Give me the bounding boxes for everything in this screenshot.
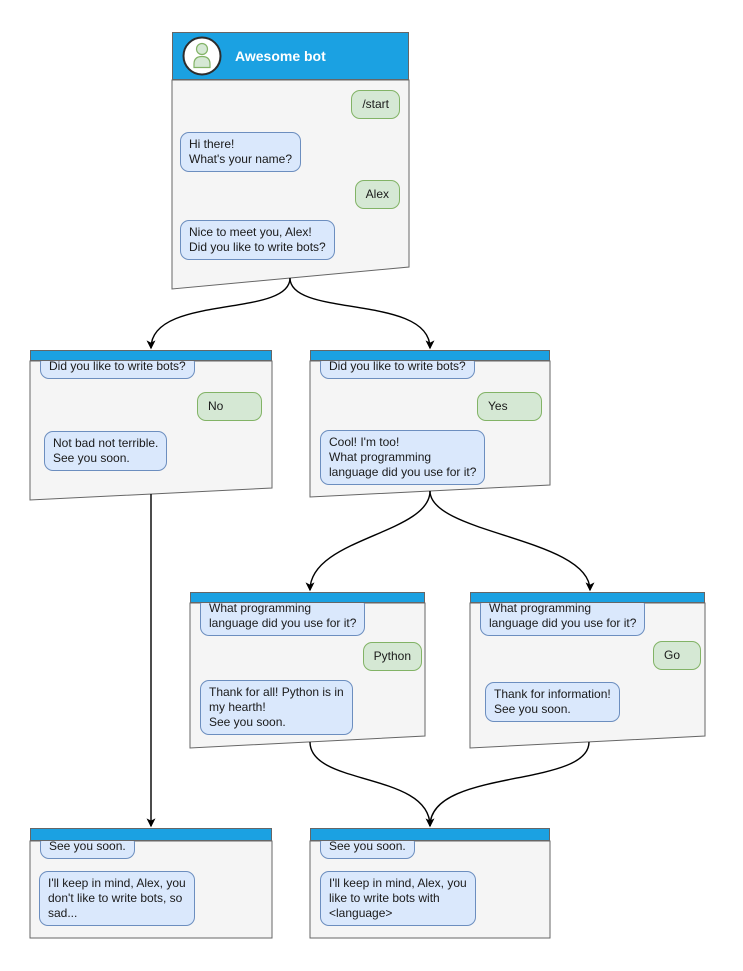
bot-message-bubble: Thank for information! See you soon. <box>485 682 620 722</box>
user-message-bubble: Yes <box>477 392 542 421</box>
bot-message-bubble: I'll keep in mind, Alex, you don't like … <box>39 871 195 926</box>
user-message-bubble: No <box>197 392 262 421</box>
user-message-bubble: /start <box>351 90 400 119</box>
window-yes-titlebar <box>310 350 550 361</box>
window-main-titlebar: Awesome bot <box>172 32 409 80</box>
window-end-no-titlebar <box>30 828 272 841</box>
edge-python-to-end <box>309 741 435 828</box>
user-message-bubble: Go <box>653 641 701 670</box>
bot-message-bubble: Hi there! What's your name? <box>180 132 302 172</box>
window-no-titlebar <box>30 350 272 361</box>
edge-yes-to-python <box>305 490 431 592</box>
bot-message-bubble: Nice to meet you, Alex! Did you like to … <box>180 220 335 260</box>
window-go-titlebar <box>470 592 705 603</box>
edge-yes-to-go <box>429 490 595 592</box>
edge-main-to-yes <box>289 277 435 350</box>
bot-name-title: Awesome bot <box>235 48 326 64</box>
bot-message-bubble: I'll keep in mind, Alex, you like to wri… <box>320 871 476 926</box>
bot-message-bubble: Thank for all! Python is in my hearth! S… <box>200 680 353 735</box>
person-icon <box>193 55 211 69</box>
bot-avatar <box>182 36 222 76</box>
window-end-lang-titlebar <box>310 828 550 841</box>
edge-main-to-no <box>146 277 291 350</box>
user-message-bubble: Python <box>362 642 422 671</box>
window-python-titlebar <box>190 592 425 603</box>
bot-message-bubble: Not bad not terrible. See you soon. <box>44 431 168 471</box>
user-message-bubble: Alex <box>354 180 400 209</box>
edge-go-to-end <box>429 741 590 827</box>
bot-message-bubble: Cool! I'm too! What programming language… <box>320 430 486 485</box>
